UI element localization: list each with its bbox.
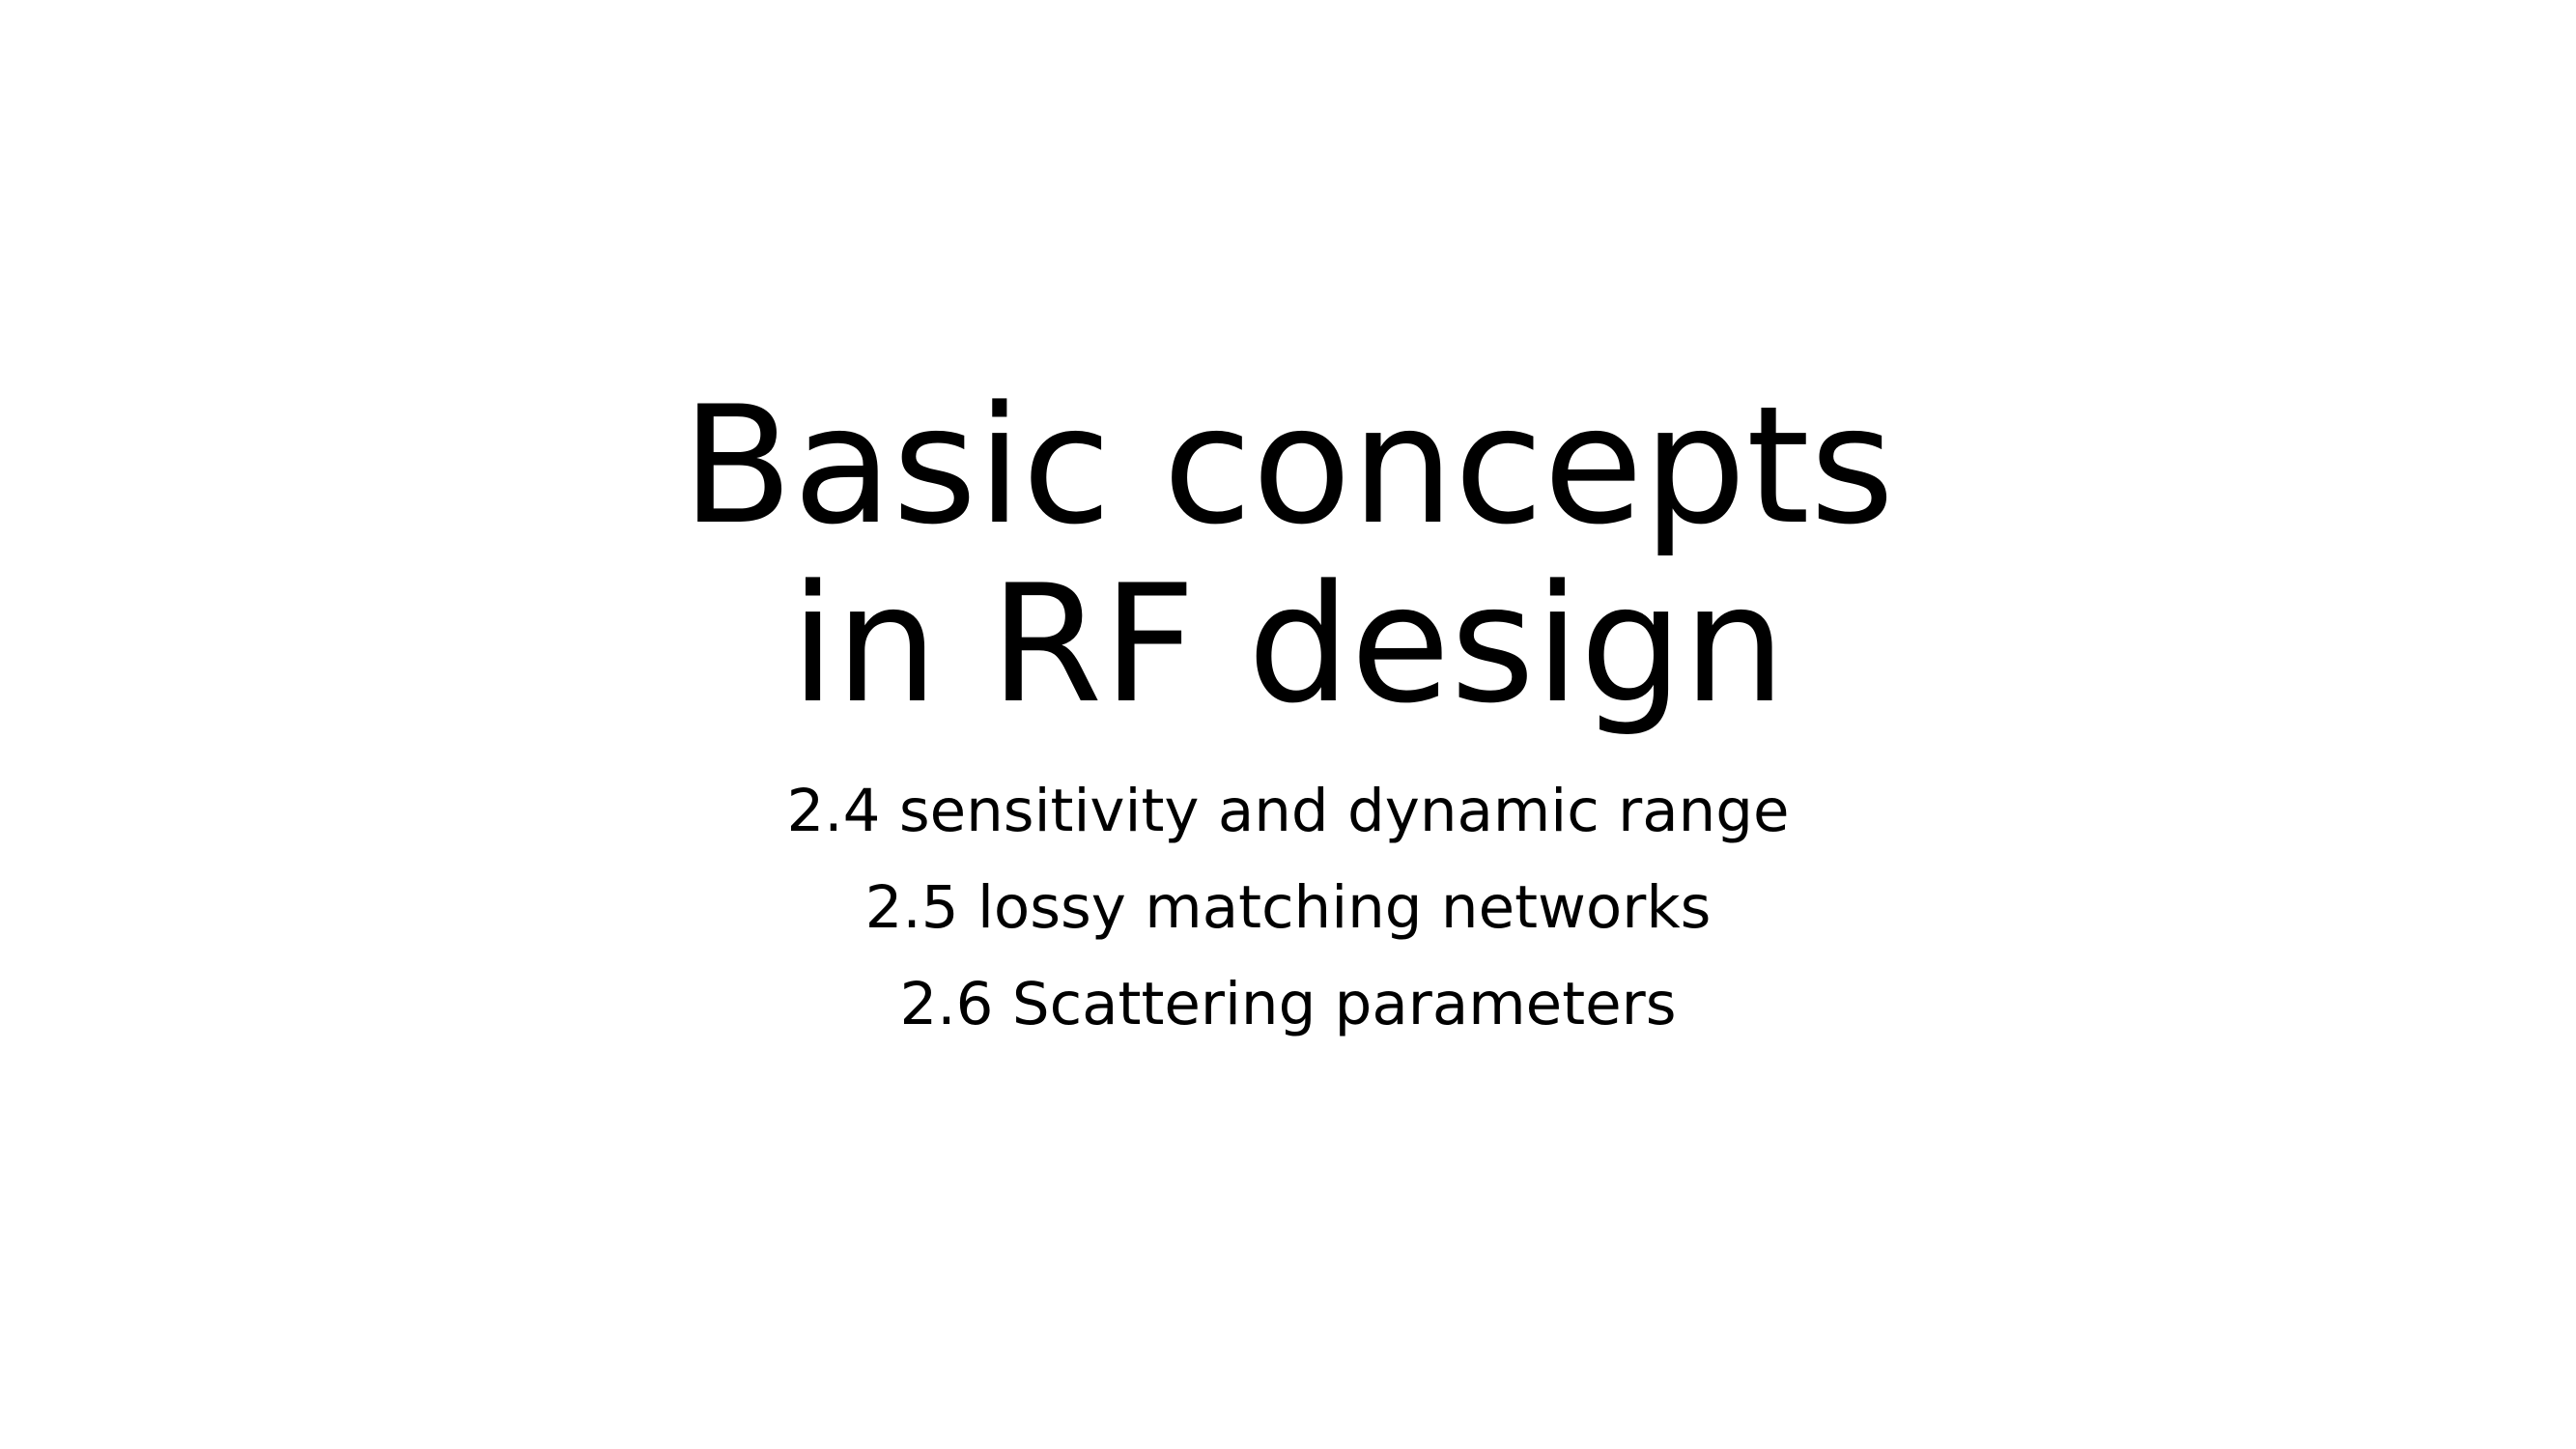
title-line: Basic concepts: [681, 371, 1895, 560]
slide-subtitle: 2.4 sensitivity and dynamic range 2.5 lo…: [0, 763, 2576, 1053]
subtitle-line: 2.6 Scattering parameters: [899, 970, 1677, 1038]
title-line: in RF design: [790, 550, 1786, 739]
subtitle-line: 2.5 lossy matching networks: [864, 873, 1712, 942]
slide-title: Basic concepts in RF design: [0, 377, 2576, 734]
subtitle-line: 2.4 sensitivity and dynamic range: [786, 777, 1790, 845]
